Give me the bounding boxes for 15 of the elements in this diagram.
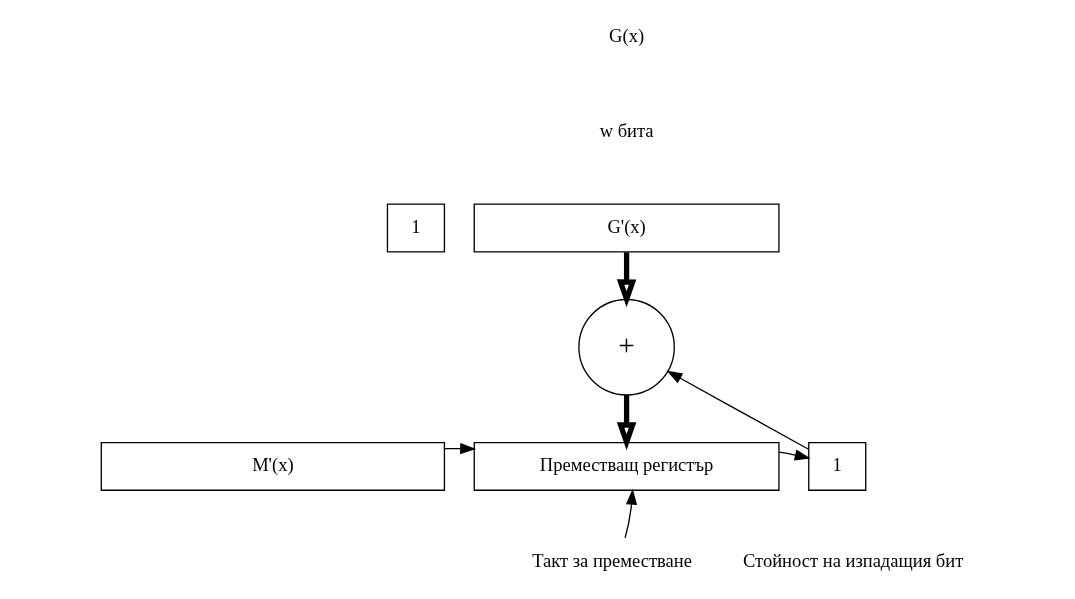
node-box: 1: [386, 203, 446, 253]
arrow: [624, 488, 638, 539]
node-box: 1: [808, 441, 867, 491]
node-box: Преместващ регистър: [473, 441, 780, 491]
node-box: G'(x): [473, 203, 780, 253]
node-label: Стойност на изпадащия бит: [742, 549, 964, 571]
node-text: Такт за преместване: [532, 549, 692, 571]
label: w бита: [599, 120, 654, 142]
arrow: [616, 252, 637, 308]
node-box: M'(x): [100, 441, 446, 491]
node-circle: +: [578, 298, 675, 396]
arrow: [616, 394, 637, 451]
arrow: [666, 370, 810, 450]
label: G(x): [609, 25, 645, 47]
arrow: [778, 449, 811, 461]
